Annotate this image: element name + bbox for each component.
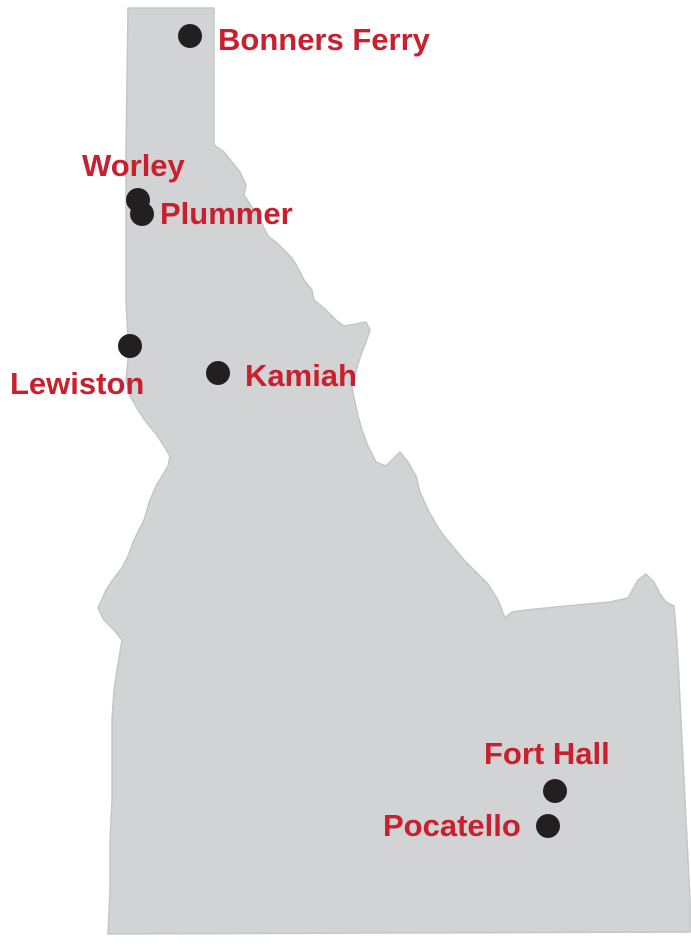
city-markers: [118, 24, 567, 838]
bonners-ferry-label: Bonners Ferry: [218, 22, 431, 57]
fort-hall-marker-icon[interactable]: [543, 779, 567, 803]
pocatello-label: Pocatello: [383, 808, 521, 843]
plummer-label: Plummer: [160, 196, 293, 231]
pocatello-marker-icon[interactable]: [536, 814, 560, 838]
kamiah-label: Kamiah: [245, 358, 357, 393]
worley-label: Worley: [82, 148, 186, 183]
bonners-ferry-marker-icon[interactable]: [178, 24, 202, 48]
lewiston-label: Lewiston: [10, 366, 144, 401]
plummer-marker-icon[interactable]: [130, 202, 154, 226]
lewiston-marker-icon[interactable]: [118, 334, 142, 358]
fort-hall-label: Fort Hall: [484, 736, 610, 771]
kamiah-marker-icon[interactable]: [206, 361, 230, 385]
idaho-state-shape: [97, 7, 691, 935]
